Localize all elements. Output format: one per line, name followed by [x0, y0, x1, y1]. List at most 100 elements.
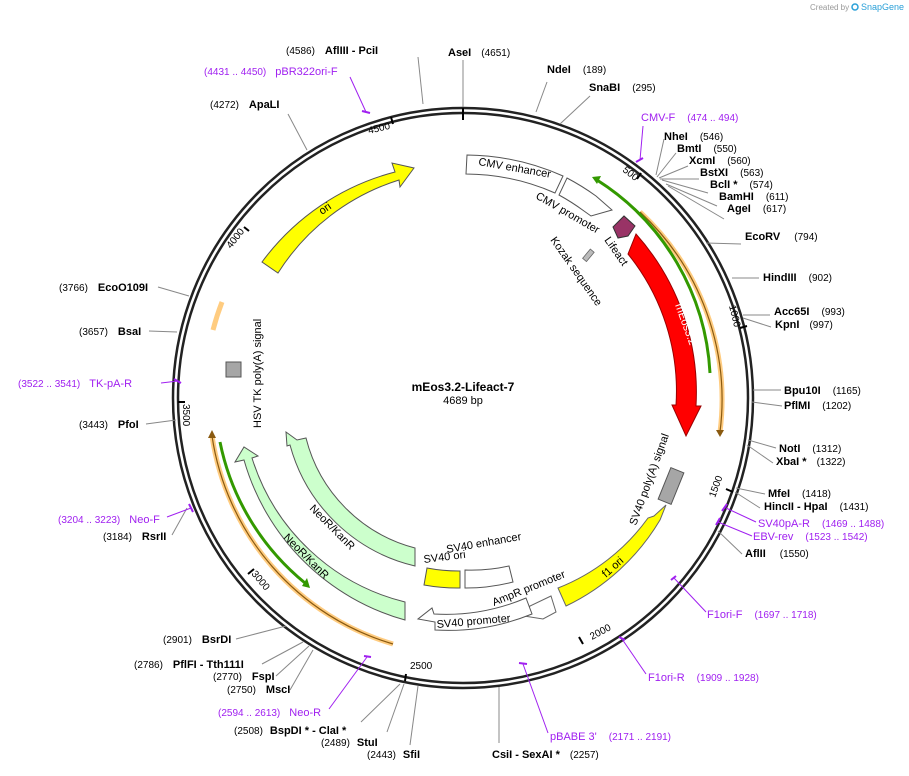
svg-text:3500: 3500 [180, 404, 191, 427]
feature-kozak [582, 248, 595, 263]
feature-label-hsv-tk-polya: HSV TK poly(A) signal [252, 319, 264, 428]
snapgene-credit: Created by SnapGene [810, 2, 904, 12]
svg-text:1500: 1500 [707, 474, 725, 499]
site-label-mfei: MfeI(1418) [768, 488, 831, 500]
feature-sv40-ori [423, 567, 461, 589]
plasmid-name: mEos3.2-Lifeact-7 [412, 380, 515, 394]
svg-text:2000: 2000 [588, 622, 613, 642]
primer-label-pbabe-3: pBABE 3'(2171 .. 2191) [550, 731, 671, 743]
orf-line-lifeact [596, 178, 712, 374]
site-label-hindiii: HindIII(902) [763, 272, 832, 284]
feature-label-ori: ori [317, 201, 334, 218]
site-label-xcmi: XcmI(560) [689, 155, 751, 167]
credit-prefix: Created by [810, 3, 849, 12]
feature-neor-inner [285, 430, 416, 567]
orf-arrow-mEos3 [716, 430, 724, 437]
svg-text:2500: 2500 [410, 661, 433, 672]
site-label-snabi: SnaBI(295) [589, 82, 656, 94]
site-label-pfoi: (3443)PfoI [79, 419, 139, 431]
feature-sv40-promoter [416, 597, 533, 631]
site-label-bamhi: BamHI(611) [719, 191, 788, 203]
tick-4000: 4000 [225, 226, 250, 251]
primer-label-sv40pa-r: SV40pA-R(1469 .. 1488) [758, 518, 884, 530]
tick-2500: 2500 [404, 661, 433, 682]
site-label-rsrii: (3184)RsrII [103, 531, 166, 543]
feature-label-kozak: Kozak sequence [548, 235, 604, 309]
site-label-xbai: XbaI *(1322) [776, 456, 845, 468]
primer-label-pbr322ori-f: (4431 .. 4450)pBR322ori-F [204, 66, 338, 78]
site-label-bsrdi: (2901)BsrDI [163, 634, 231, 646]
site-label-bstxi: BstXI(563) [700, 167, 763, 179]
feature-label-neor-outer: NeoR/KanR [281, 532, 331, 582]
snapgene-logo-icon [851, 3, 859, 11]
site-label-asei: AseI(4651) [448, 47, 510, 59]
primer-marks [173, 110, 728, 665]
site-label-ecorv: EcoRV(794) [745, 231, 818, 243]
svg-text:1000: 1000 [726, 304, 742, 329]
site-label-msci: (2750)MscI [227, 684, 290, 696]
site-label-csii-sexai: CsiI - SexAI *(2257) [492, 749, 599, 761]
site-label-ndei: NdeI(189) [547, 64, 606, 76]
primer-label-f1ori-f: F1ori-F(1697 .. 1718) [707, 609, 817, 621]
tick-1500: 1500 [707, 474, 734, 499]
feature-cmv-promoter [558, 177, 614, 217]
site-label-acc65i: Acc65I(993) [774, 306, 845, 318]
site-label-stui: (2489)StuI [321, 737, 378, 749]
site-label-agei: AgeI(617) [727, 203, 786, 215]
site-label-kpni: KpnI(997) [775, 319, 833, 331]
feature-sv40-enhancer [464, 565, 514, 589]
site-label-aflii: AflII(1550) [745, 548, 809, 560]
site-labels: AseI(4651) NdeI(189) SnaBI(295) NheI(546… [59, 45, 868, 761]
feature-neor-outer [233, 446, 406, 621]
orf-arcs [208, 176, 725, 647]
plasmid-length: 4689 bp [443, 395, 483, 407]
orf-line-neo [211, 435, 394, 645]
orf-line-mEos3 [639, 211, 723, 433]
site-label-bmti: BmtI(550) [677, 143, 737, 155]
site-label-bsai: (3657)BsaI [79, 326, 141, 338]
feature-sv40-polya [657, 466, 685, 506]
site-label-noti: NotI(1312) [779, 443, 841, 455]
primer-label-ebv-rev: EBV-rev(1523 .. 1542) [753, 531, 868, 543]
primer-label-neo-r: (2594 .. 2613)Neo-R [218, 707, 321, 719]
svg-text:4500: 4500 [367, 121, 392, 137]
tick-2000: 2000 [578, 622, 613, 645]
feature-cmv-enhancer [465, 154, 564, 194]
orf-band-tk [210, 301, 225, 331]
site-label-pflfi-tth111i: (2786)PflFI - Tth111I [134, 659, 244, 671]
feature-lifeact [612, 215, 636, 239]
site-label-ecoo109i: (3766)EcoO109I [59, 282, 148, 294]
site-label-afliii-pcii: (4586)AflIII - PciI [286, 45, 378, 57]
orf-arrow-neo-green [302, 578, 310, 588]
orf-arrow-neo [208, 430, 216, 438]
feature-hsv-tk-polya [225, 361, 242, 378]
feature-label-lifeact: Lifeact [602, 235, 630, 268]
feature-meos3 [627, 233, 702, 438]
feature-label-sv40-polya: SV40 poly(A) signal [628, 432, 672, 527]
orf-line-neo-green [218, 441, 306, 585]
site-label-bpu10i: Bpu10I(1165) [784, 385, 861, 397]
primer-label-tk-pa-r: (3522 .. 3541)TK-pA-R [18, 378, 132, 390]
feature-ori [261, 162, 415, 274]
credit-brand: SnapGene [861, 2, 904, 12]
site-label-nhei: NheI(546) [664, 131, 723, 143]
site-label-apali: (4272)ApaLI [210, 99, 279, 111]
site-label-hincii-hpai: HincII - HpaI(1431) [764, 501, 868, 513]
primer-label-cmv-f: CMV-F(474 .. 494) [641, 112, 738, 124]
orf-arrow-lifeact [592, 176, 601, 184]
site-label-pflmi: PflMI(1202) [784, 400, 851, 412]
site-label-sfii: (2443)SfiI [367, 749, 420, 761]
site-label-bcli: BclI *(574) [710, 179, 773, 191]
site-label-fspi: (2770)FspI [213, 671, 275, 683]
site-label-bspdi-clai: (2508)BspDI * - ClaI * [234, 725, 347, 737]
primer-labels: CMV-F(474 .. 494) SV40pA-R(1469 .. 1488)… [18, 66, 884, 743]
tick-3500: 3500 [178, 401, 191, 427]
primer-connectors [160, 76, 757, 734]
primer-label-f1ori-r: F1ori-R(1909 .. 1928) [648, 672, 759, 684]
primer-label-neo-f: (3204 .. 3223)Neo-F [58, 514, 160, 526]
feature-label-sv40-ori: SV40 ori [423, 549, 466, 566]
site-connectors [145, 56, 783, 746]
feature-f1-ori [557, 504, 667, 607]
